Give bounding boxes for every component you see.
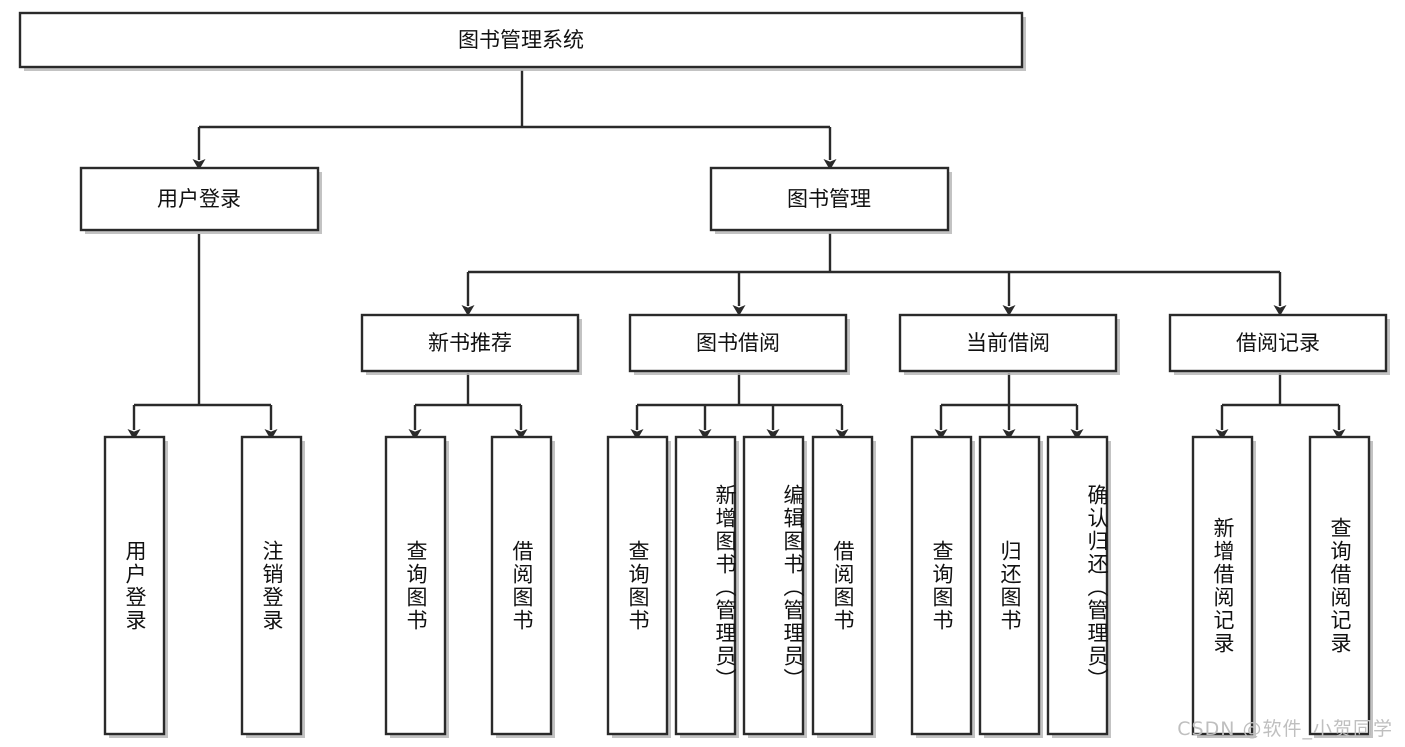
node-current-borrow[interactable]: 当前借阅 <box>898 313 1120 375</box>
node-borrow-record[interactable]: 借阅记录 <box>1168 313 1390 375</box>
connector-group-user-login <box>127 234 278 440</box>
node-root[interactable]: 图书管理系统 <box>18 11 1026 71</box>
node-user-login[interactable]: 用户登录 <box>79 166 322 234</box>
leaf-box-user-login[interactable] <box>103 435 168 738</box>
node-new-book-recommend[interactable]: 新书推荐 <box>360 313 582 375</box>
leaf-box-query-book-borrow[interactable] <box>606 435 671 738</box>
node-book-borrow[interactable]: 图书借阅 <box>628 313 850 375</box>
node-user-login-label: 用户登录 <box>157 187 241 211</box>
leaf-box-query-book-current[interactable] <box>910 435 975 738</box>
node-book-management[interactable]: 图书管理 <box>709 166 952 234</box>
connector-group-root <box>192 70 837 170</box>
leaf-box-edit-book-admin[interactable] <box>742 435 807 738</box>
leaf-box-query-borrow-record[interactable] <box>1308 435 1373 738</box>
leaf-box-logout[interactable] <box>240 435 305 738</box>
node-book-borrow-label: 图书借阅 <box>696 331 780 355</box>
connector-group-book-mgmt <box>461 233 1287 316</box>
node-book-management-label: 图书管理 <box>787 187 871 211</box>
node-new-book-recommend-label: 新书推荐 <box>428 331 512 355</box>
leaf-box-borrow-book-rec[interactable] <box>490 435 555 738</box>
connector-group-current-borrow <box>934 373 1084 440</box>
leaf-box-borrow-book[interactable] <box>811 435 876 738</box>
leaf-box-return-book[interactable] <box>978 435 1043 738</box>
node-root-label: 图书管理系统 <box>458 28 584 52</box>
node-current-borrow-label: 当前借阅 <box>966 331 1050 355</box>
leaf-box-add-book-admin[interactable] <box>674 435 739 738</box>
node-borrow-record-label: 借阅记录 <box>1236 331 1320 355</box>
connector-group-new-book-rec <box>408 373 528 440</box>
leaf-box-confirm-return-admin[interactable] <box>1046 435 1111 738</box>
connector-group-book-borrow <box>630 373 849 440</box>
connector-group-borrow-record <box>1215 373 1346 440</box>
csdn-watermark: CSDN @软件_小贺同学 <box>1177 718 1393 740</box>
leaf-box-add-borrow-record[interactable] <box>1191 435 1256 738</box>
leaf-box-query-book-rec[interactable] <box>384 435 449 738</box>
